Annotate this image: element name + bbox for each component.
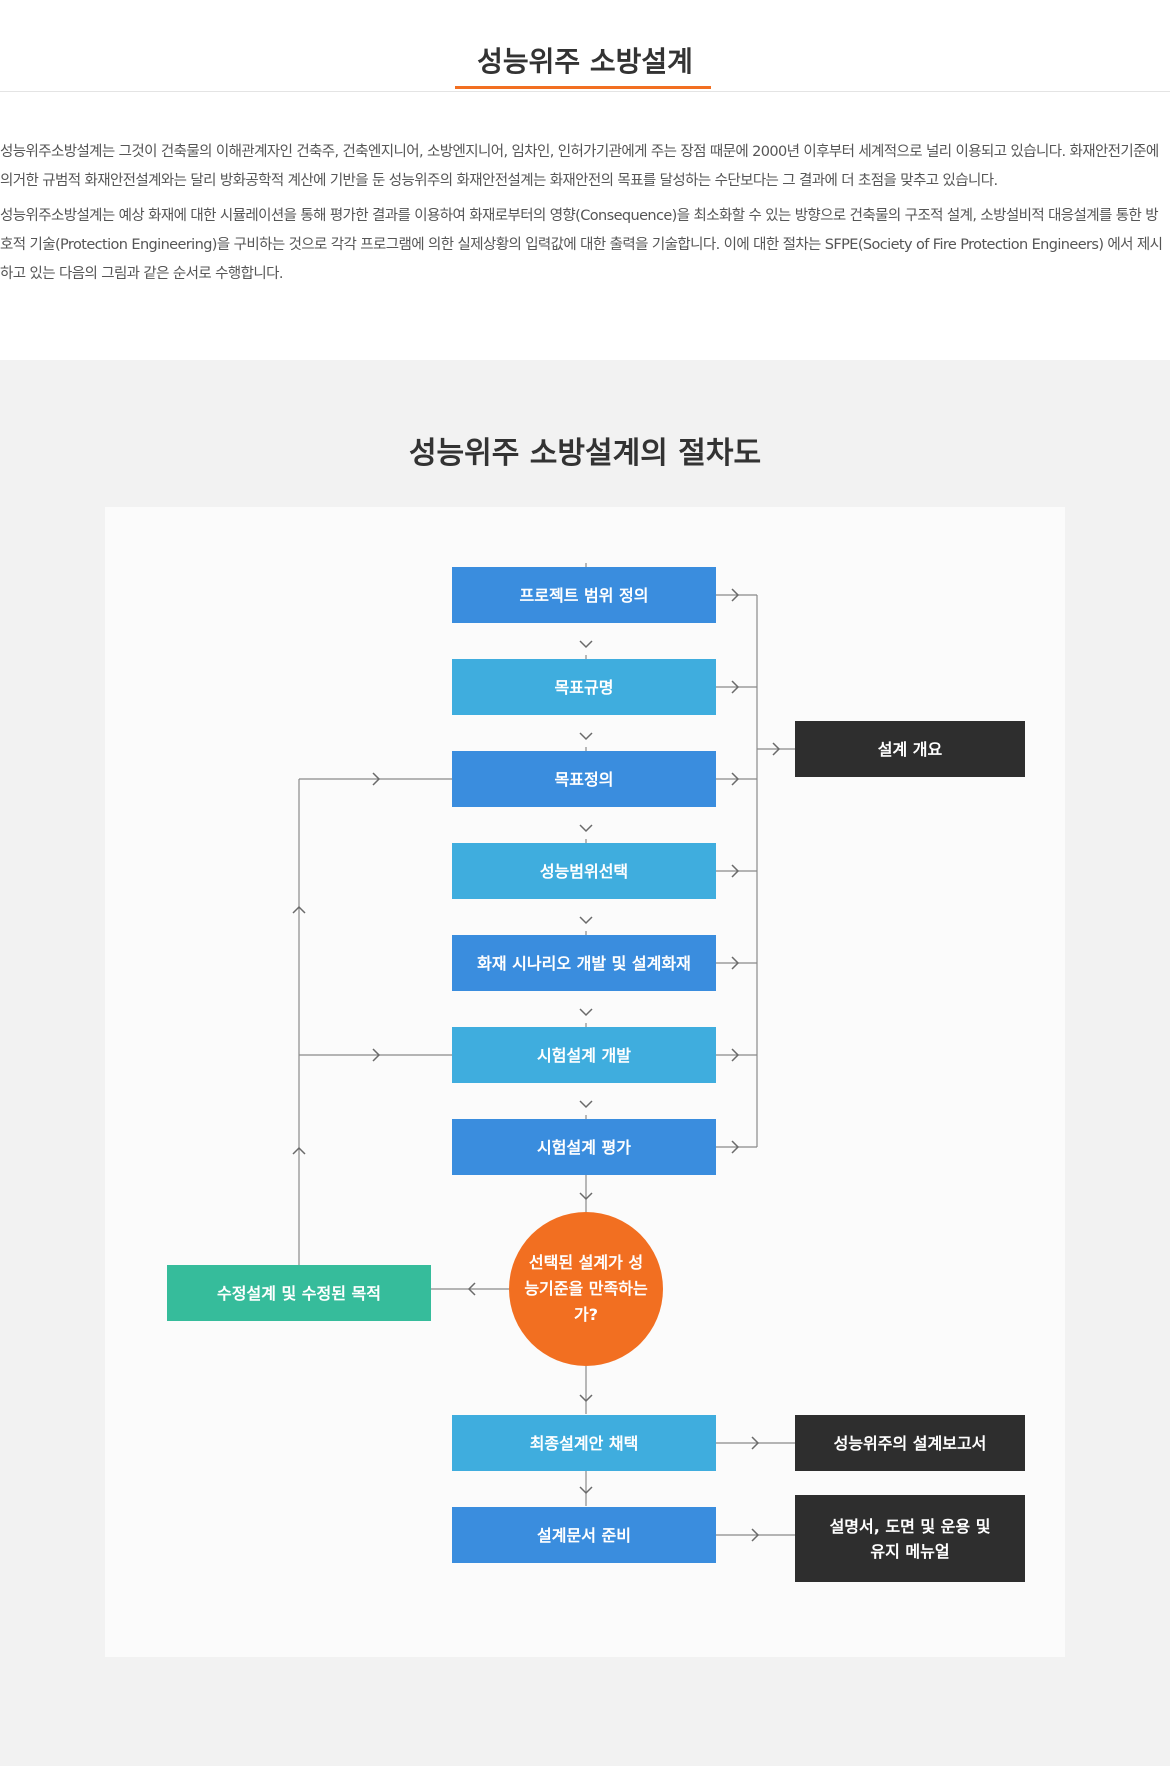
step-trial-design-evaluation: 시험설계 평가 (452, 1119, 716, 1175)
step-goal-identification: 목표규명 (452, 659, 716, 715)
flowchart-panel: 프로젝트 범위 정의 목표규명 목표정의 성능범위선택 화재 시나리오 개발 및… (105, 507, 1065, 1657)
step-final-design: 최종설계안 채택 (452, 1415, 716, 1471)
step-fire-scenario: 화재 시나리오 개발 및 설계화재 (452, 935, 716, 991)
title-underline (455, 86, 711, 89)
intro-text: 성능위주소방설계는 그것이 건축물의 이해관계자인 건축주, 건축엔지니어, 소… (0, 138, 1170, 295)
manual-box: 설명서, 도면 및 운용 및 유지 메뉴얼 (795, 1495, 1025, 1582)
step-performance-criteria: 성능범위선택 (452, 843, 716, 899)
intro-paragraph-2: 성능위주소방설계는 예상 화재에 대한 시뮬레이션을 통해 평가한 결과를 이용… (0, 208, 1163, 282)
design-overview-box: 설계 개요 (795, 721, 1025, 777)
step-goal-definition: 목표정의 (452, 751, 716, 807)
design-report-box: 성능위주의 설계보고서 (795, 1415, 1025, 1471)
procedure-section: 성능위주 소방설계의 절차도 (0, 360, 1170, 1766)
step-trial-design-development: 시험설계 개발 (452, 1027, 716, 1083)
title-divider (0, 91, 1170, 92)
intro-paragraph-1: 성능위주소방설계는 그것이 건축물의 이해관계자인 건축주, 건축엔지니어, 소… (0, 144, 1159, 189)
diagram-title: 성능위주 소방설계의 절차도 (408, 436, 762, 471)
page-title: 성능위주 소방설계 (477, 45, 693, 78)
step-project-scope: 프로젝트 범위 정의 (452, 567, 716, 623)
revise-design-box: 수정설계 및 수정된 목적 (167, 1265, 431, 1321)
step-design-documents: 설계문서 준비 (452, 1507, 716, 1563)
decision-node: 선택된 설계가 성능기준을 만족하는가? (509, 1212, 663, 1366)
